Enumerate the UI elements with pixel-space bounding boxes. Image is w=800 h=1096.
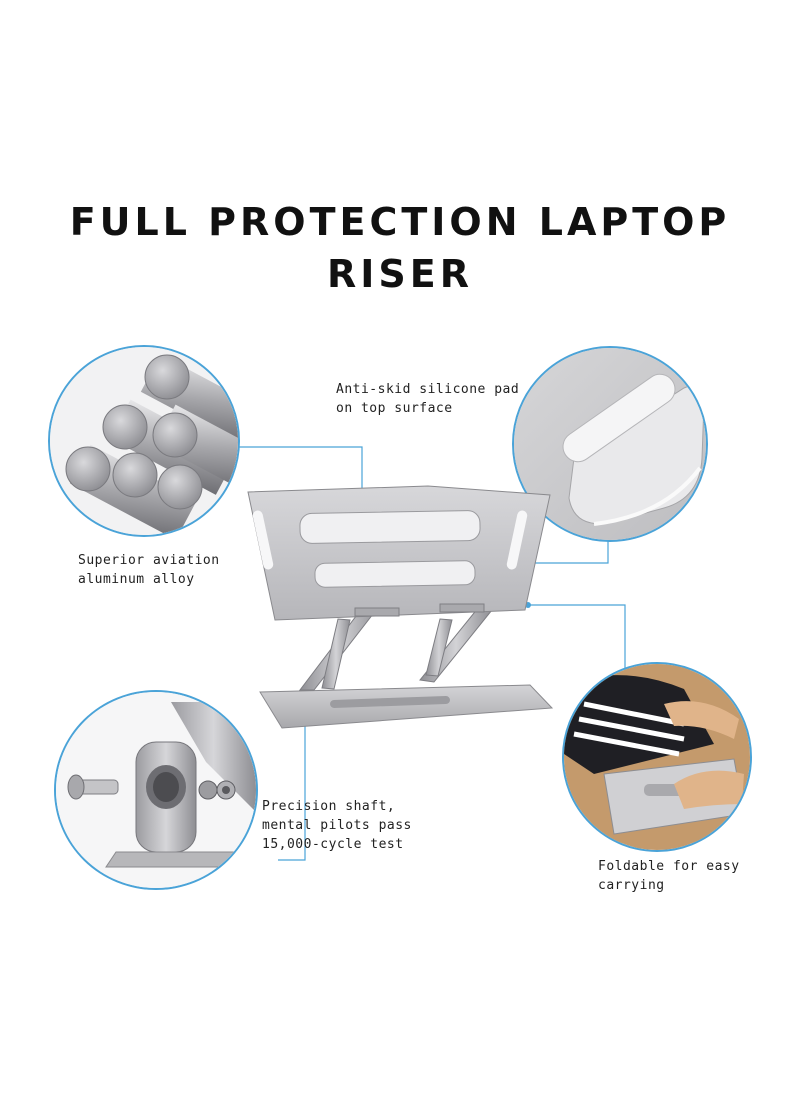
fold-line-1: Foldable for easy [598,859,740,874]
alloy-line-1: Superior aviation [78,553,220,568]
laptop-stand-photo-icon [247,485,554,729]
shaft-line-1: Precision shaft, [262,799,396,814]
title-line-1: FULL PROTECTION LAPTOP [69,200,731,244]
pad-line-2: on top surface [336,401,453,416]
shaft-line-3: 15,000-cycle test [262,837,404,852]
folded-stand-photo-icon [564,664,750,850]
feature-caption-fold: Foldable for easy carrying [598,857,740,895]
title-line-2: RISER [327,252,473,296]
aluminum-rods-circle [48,345,240,537]
aluminum-rods-photo-icon [50,347,238,535]
page-title: FULL PROTECTION LAPTOP RISER [0,196,800,300]
shaft-line-2: mental pilots pass [262,818,412,833]
pad-line-1: Anti-skid silicone pad [336,382,520,397]
feature-caption-alloy: Superior aviation aluminum alloy [78,551,220,589]
shaft-hinge-photo-icon [56,692,256,888]
shaft-hinge-circle [54,690,258,890]
feature-caption-shaft: Precision shaft, mental pilots pass 15,0… [262,797,412,854]
alloy-line-2: aluminum alloy [78,572,195,587]
feature-caption-pad: Anti-skid silicone pad on top surface [336,380,519,418]
folded-stand-circle [562,662,752,852]
fold-line-2: carrying [598,878,665,893]
